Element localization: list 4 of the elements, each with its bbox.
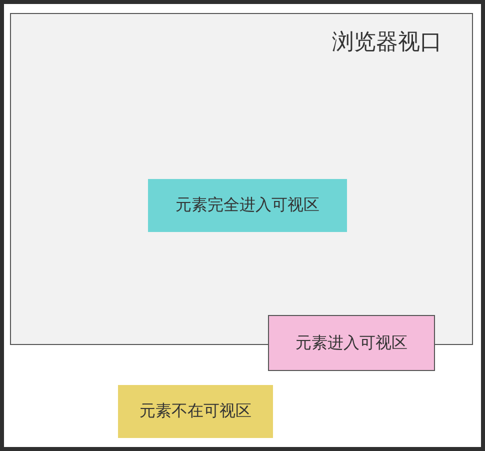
state-box: 元素不在可视区: [118, 385, 273, 438]
viewport-title: 浏览器视口: [332, 29, 442, 57]
state-box: 元素完全进入可视区: [148, 179, 347, 232]
state-box: 元素进入可视区: [268, 315, 435, 371]
